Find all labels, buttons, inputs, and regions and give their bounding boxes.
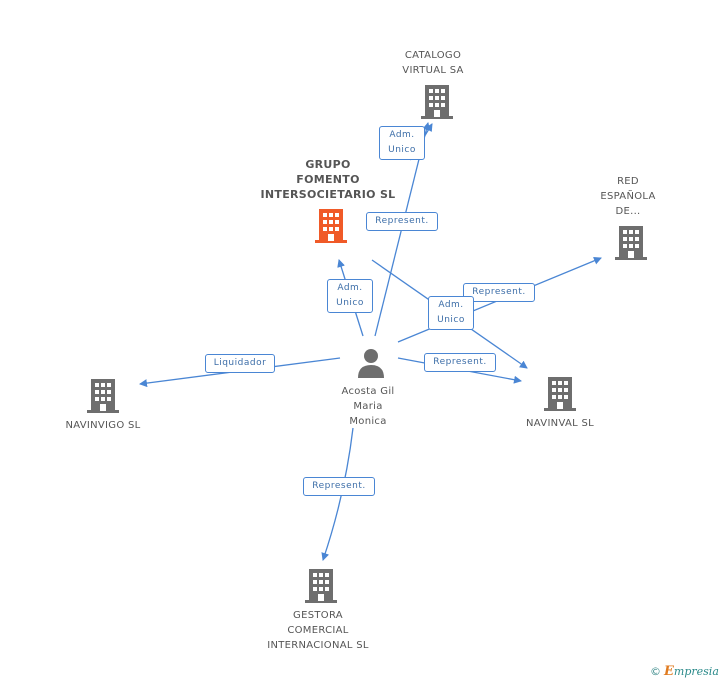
brand-watermark: ©Empresia: [650, 664, 719, 679]
node-gestora-label[interactable]: GESTORA COMERCIAL INTERNACIONAL SL: [267, 610, 369, 651]
building-icon: [544, 377, 576, 411]
brand-initial: E: [664, 664, 674, 679]
node-navinvigo-label[interactable]: NAVINVIGO SL: [65, 420, 141, 431]
node-navinvigo-icon[interactable]: [87, 379, 119, 417]
building-icon: [615, 226, 647, 260]
edge-label-rep-navinval: Represent.: [424, 353, 496, 372]
node-gestora-icon[interactable]: [305, 569, 337, 607]
building-icon: [87, 379, 119, 413]
node-person-label[interactable]: Acosta Gil Maria Monica: [341, 386, 395, 427]
person-icon: [358, 349, 384, 378]
edge-label-rep-red: Represent.: [463, 283, 535, 302]
node-red-label[interactable]: RED ESPAÑOLA DE...: [600, 176, 656, 217]
node-grupo-label[interactable]: GRUPO FOMENTO INTERSOCIETARIO SL: [260, 158, 396, 201]
node-navinval-label[interactable]: NAVINVAL SL: [526, 418, 594, 429]
node-catalogo-icon[interactable]: [421, 85, 453, 123]
node-red-icon[interactable]: [615, 226, 647, 264]
node-person-icon[interactable]: [357, 348, 385, 382]
node-grupo-icon[interactable]: [315, 209, 347, 247]
building-icon: [315, 209, 347, 243]
edge-label-rep-catalogo: Represent.: [366, 212, 438, 231]
edge-label-adm-navinval: Adm. Unico: [428, 296, 474, 330]
edge-label-rep-gestora: Represent.: [303, 477, 375, 496]
brand-name: mpresia: [673, 665, 719, 678]
building-icon: [305, 569, 337, 603]
building-icon: [421, 85, 453, 119]
edge-label-adm-catalogo: Adm. Unico: [379, 126, 425, 160]
node-catalogo-label[interactable]: CATALOGO VIRTUAL SA: [402, 50, 464, 76]
edge-label-adm-grupo: Adm. Unico: [327, 279, 373, 313]
edge-label-liquidador: Liquidador: [205, 354, 275, 373]
copyright-symbol: ©: [650, 665, 661, 678]
node-navinval-icon[interactable]: [544, 377, 576, 415]
